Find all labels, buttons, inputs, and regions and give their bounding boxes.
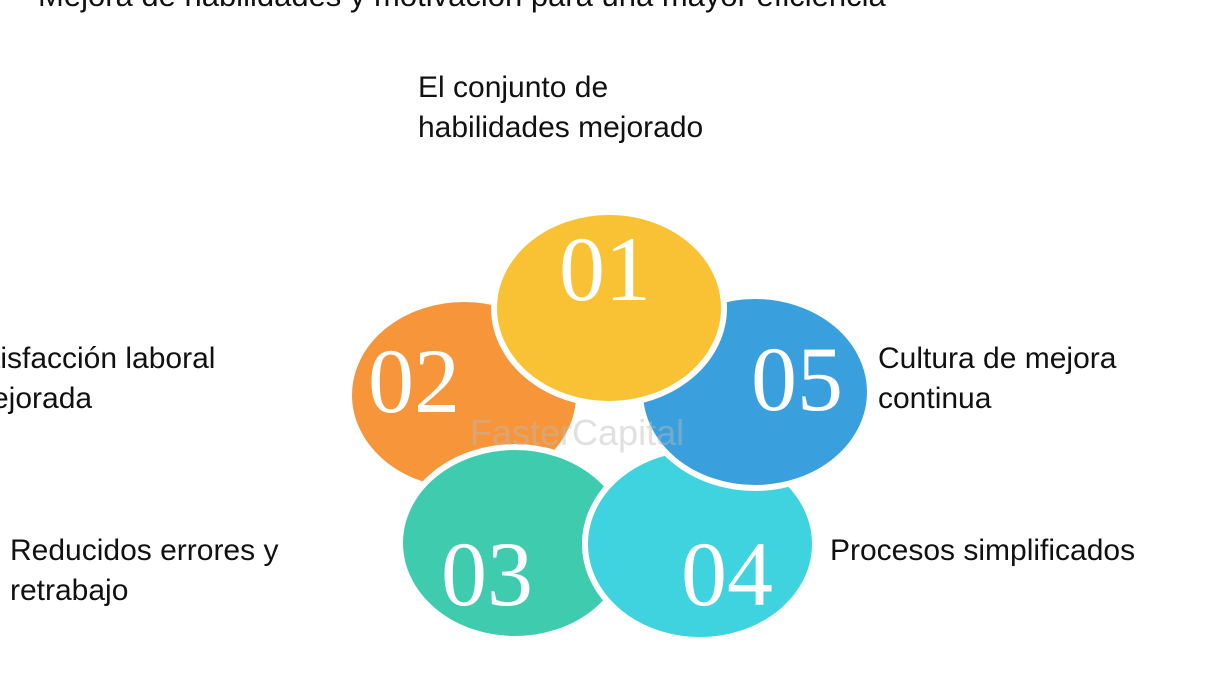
petal-number-03: 03 [441, 523, 533, 625]
petal-01 [491, 209, 727, 407]
label-05: Cultura de mejora continua [878, 342, 1117, 415]
label-03: Reducidos errores y retrabajo [10, 534, 279, 607]
petal-number-05: 05 [751, 328, 843, 430]
petal-number-01: 01 [559, 218, 651, 320]
label-04: Procesos simplificados [830, 534, 1136, 567]
label-01: El conjunto de habilidades mejorado [418, 71, 704, 144]
diagram-title: Mejora de habilidades y motivación para … [38, 0, 886, 14]
petal-number-02: 02 [368, 330, 460, 432]
petal-number-04: 04 [681, 523, 773, 625]
label-02: tisfacción laboral ejorada [0, 342, 216, 415]
watermark: FasterCapital [470, 412, 684, 453]
